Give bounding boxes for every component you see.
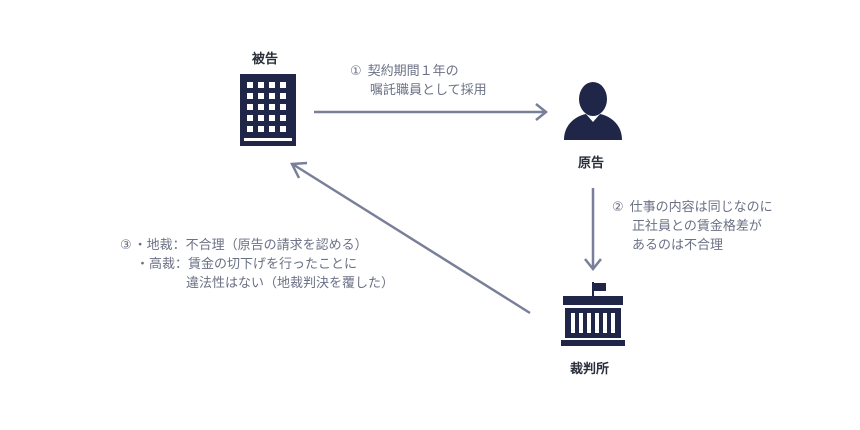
defendant-label: 被告: [252, 52, 279, 67]
district-court-tag: ・地裁：: [133, 238, 186, 253]
plaintiff-label: 原告: [578, 156, 605, 171]
step1-text: ① 契約期間１年の 嘱託職員として採用: [350, 62, 487, 100]
district-court-text: 不合理（原告の請求を認める）: [185, 238, 368, 253]
arrowhead-court-to-defendant: [290, 161, 308, 179]
step2-text: ② 仕事の内容は同じなのに 正社員との賃金格差が あるのは不合理: [612, 198, 773, 255]
arrowhead-defendant-to-plaintiff: [535, 103, 549, 121]
step2-line1: 仕事の内容は同じなのに: [629, 200, 773, 215]
high-court-line1: 賃金の切下げを行ったことに: [188, 257, 358, 272]
step1-number: ①: [350, 64, 362, 79]
arrowhead-plaintiff-to-court: [584, 258, 602, 272]
office-building-icon: [240, 74, 296, 146]
step2-number: ②: [612, 200, 624, 215]
step2-line2: 正社員との賃金格差が: [632, 219, 762, 234]
step1-line1: 契約期間１年の: [367, 64, 459, 79]
step1-line2: 嘱託職員として採用: [370, 83, 487, 98]
high-court-ruling: ・高裁：賃金の切下げを行ったことに: [120, 255, 394, 274]
court-label: 裁判所: [570, 362, 610, 377]
high-court-line2: 違法性はない（地裁判決を覆した）: [186, 276, 395, 291]
arrow-court-to-defendant: [293, 163, 531, 315]
high-court-tag: ・高裁：: [136, 257, 189, 272]
person-icon: [564, 82, 622, 140]
courthouse-icon: [561, 282, 625, 346]
step3-text: ③・地裁：不合理（原告の請求を認める） ・高裁：賃金の切下げを行ったことに 違法…: [120, 236, 394, 293]
step2-line3: あるのは不合理: [632, 238, 724, 253]
district-court-ruling: ③・地裁：不合理（原告の請求を認める）: [120, 236, 394, 255]
step3-number: ③: [120, 238, 132, 253]
